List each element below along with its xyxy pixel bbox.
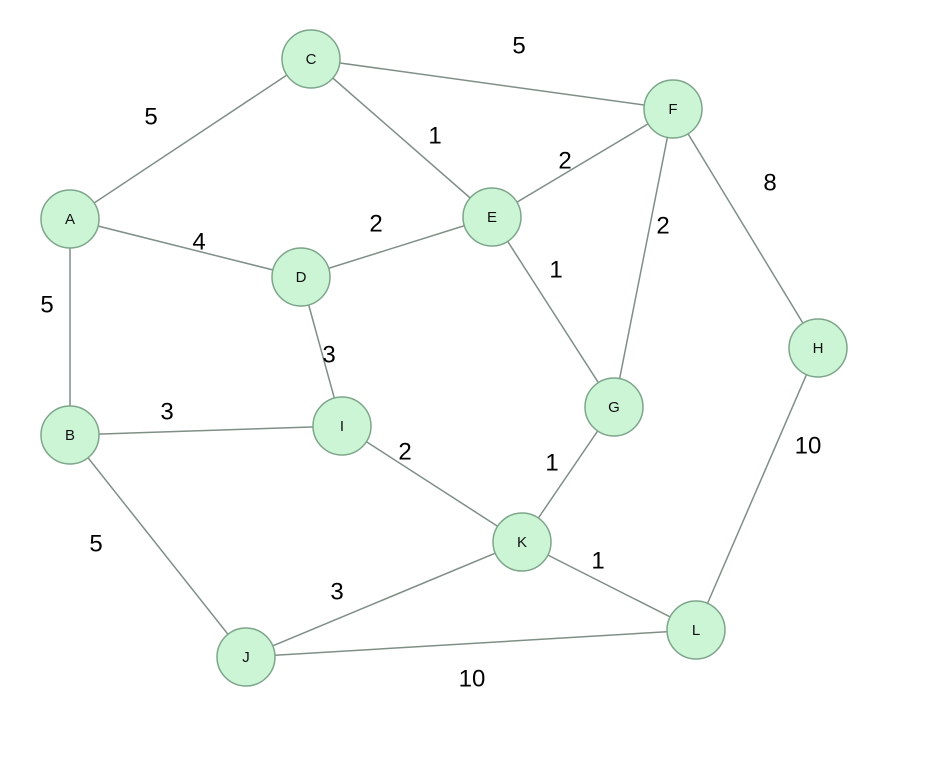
edge-weight-c-f: 5	[512, 32, 525, 59]
node-label-e: E	[487, 209, 497, 226]
node-label-h: H	[813, 340, 824, 357]
edge-weight-c-e: 1	[428, 122, 441, 149]
edge-k-l	[521, 541, 697, 631]
node-b: B	[40, 405, 100, 465]
node-d: D	[271, 247, 331, 307]
node-circle-j	[216, 627, 276, 687]
node-circle-g	[584, 377, 644, 437]
node-label-c: C	[306, 51, 317, 68]
edge-weight-e-g: 1	[549, 256, 562, 283]
edge-weight-g-k: 1	[545, 449, 558, 476]
edge-weight-d-i: 3	[322, 341, 335, 368]
node-circle-f	[643, 79, 703, 139]
edge-j-k	[245, 541, 523, 658]
node-circle-d	[271, 247, 331, 307]
edge-i-k	[341, 425, 523, 543]
node-label-a: A	[65, 211, 75, 228]
node-label-b: B	[65, 427, 75, 444]
node-circle-e	[462, 187, 522, 247]
edge-a-d	[69, 218, 302, 278]
node-circle-k	[492, 512, 552, 572]
edge-weight-i-k: 2	[398, 438, 411, 465]
node-g: G	[584, 377, 644, 437]
node-c: C	[281, 29, 341, 89]
edge-weight-d-e: 2	[369, 210, 382, 237]
node-circle-h	[788, 318, 848, 378]
edge-f-g	[613, 108, 674, 408]
node-e: E	[462, 187, 522, 247]
edge-b-j	[69, 434, 247, 658]
edge-weight-a-d: 4	[192, 228, 205, 255]
edge-weight-e-f: 2	[558, 147, 571, 174]
edge-weight-j-k: 3	[330, 578, 343, 605]
node-circle-l	[666, 600, 726, 660]
edge-weight-a-c: 5	[144, 103, 157, 130]
edge-weight-a-b: 5	[40, 291, 53, 318]
node-label-k: K	[517, 534, 527, 551]
edges-layer	[69, 58, 819, 658]
node-label-i: I	[340, 418, 344, 435]
edge-weight-k-l: 1	[591, 547, 604, 574]
node-k: K	[492, 512, 552, 572]
edge-weight-b-i: 3	[160, 398, 173, 425]
node-a: A	[40, 189, 100, 249]
edge-f-h	[672, 108, 819, 349]
node-j: J	[216, 627, 276, 687]
edge-c-f	[310, 58, 674, 110]
edge-e-g	[491, 216, 615, 408]
edge-weight-f-g: 2	[656, 212, 669, 239]
node-h: H	[788, 318, 848, 378]
edge-b-i	[69, 425, 343, 436]
edge-weight-f-h: 8	[763, 169, 776, 196]
nodes-layer: A B C D E F G H I J K L	[40, 29, 848, 687]
node-circle-c	[281, 29, 341, 89]
edge-a-c	[69, 58, 312, 220]
node-label-l: L	[692, 622, 700, 639]
edge-weight-b-j: 5	[89, 530, 102, 557]
edge-weight-j-l: 10	[459, 665, 486, 692]
node-label-g: G	[608, 399, 620, 416]
node-circle-b	[40, 405, 100, 465]
node-l: L	[666, 600, 726, 660]
edge-weight-h-l: 10	[795, 432, 822, 459]
node-f: F	[643, 79, 703, 139]
node-label-f: F	[668, 101, 677, 118]
edge-d-e	[300, 216, 493, 278]
edge-c-e	[310, 58, 493, 218]
edge-e-f	[491, 108, 674, 218]
edge-h-l	[695, 347, 819, 631]
node-i: I	[312, 396, 372, 456]
node-circle-i	[312, 396, 372, 456]
edge-j-l	[245, 629, 697, 658]
node-circle-a	[40, 189, 100, 249]
node-label-j: J	[242, 649, 250, 666]
node-label-d: D	[296, 269, 307, 286]
